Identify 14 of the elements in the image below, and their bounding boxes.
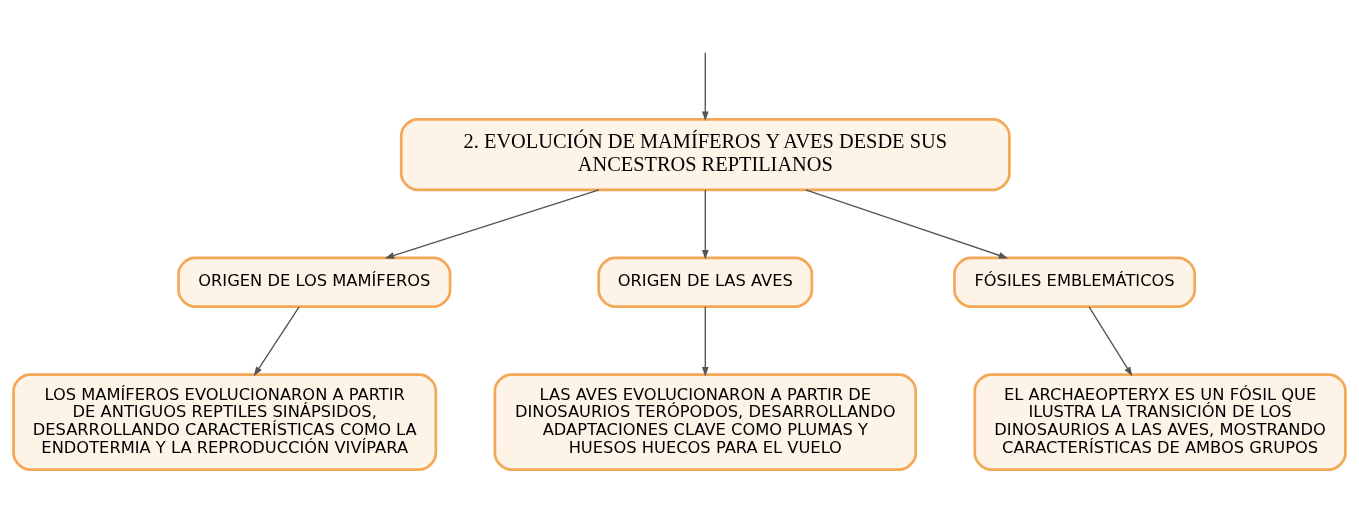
arrow [701, 52, 709, 122]
node-box: FÓSILES EMBLEMÁTICOS [953, 256, 1197, 309]
node-box: LAS AVES EVOLUCIONARON A PARTIR DE DINOSAURIOS TERÓPODOS, DESARROLLANDO ADAPTACIONES CLAVE COMO PLUMAS Y HUESOS HUECOS PARA EL VUELO [493, 373, 918, 471]
arrow [253, 306, 300, 377]
arrow [701, 306, 709, 377]
node-box: 2. EVOLUCIÓN DE MAMÍFEROS Y AVES DESDE SUS ANCESTROS REPTILIANOS [399, 117, 1011, 192]
arrow [701, 189, 709, 260]
node-box: EL ARCHAEOPTERYX ES UN FÓSIL QUE ILUSTRA LA TRANSICIÓN DE LOS DINOSAURIOS A LAS AVES, MOSTRANDO CARACTERÍSTICAS DE AMBOS GRUPOS [973, 373, 1347, 471]
node-box: ORIGEN DE LAS AVES [597, 256, 814, 309]
node-box: ORIGEN DE LOS MAMÍFEROS [177, 256, 452, 309]
arrow [384, 189, 600, 259]
arrow [1088, 306, 1133, 377]
node-box: LOS MAMÍFEROS EVOLUCIONARON A PARTIR DE ANTIGUOS REPTILES SINÁPSIDOS, DESARROLLANDO CARACTERÍSTICAS COMO LA ENDOTERMIA Y LA REPRODUCCIÓN VIVÍPARA [12, 373, 438, 471]
arrow [805, 189, 1009, 259]
